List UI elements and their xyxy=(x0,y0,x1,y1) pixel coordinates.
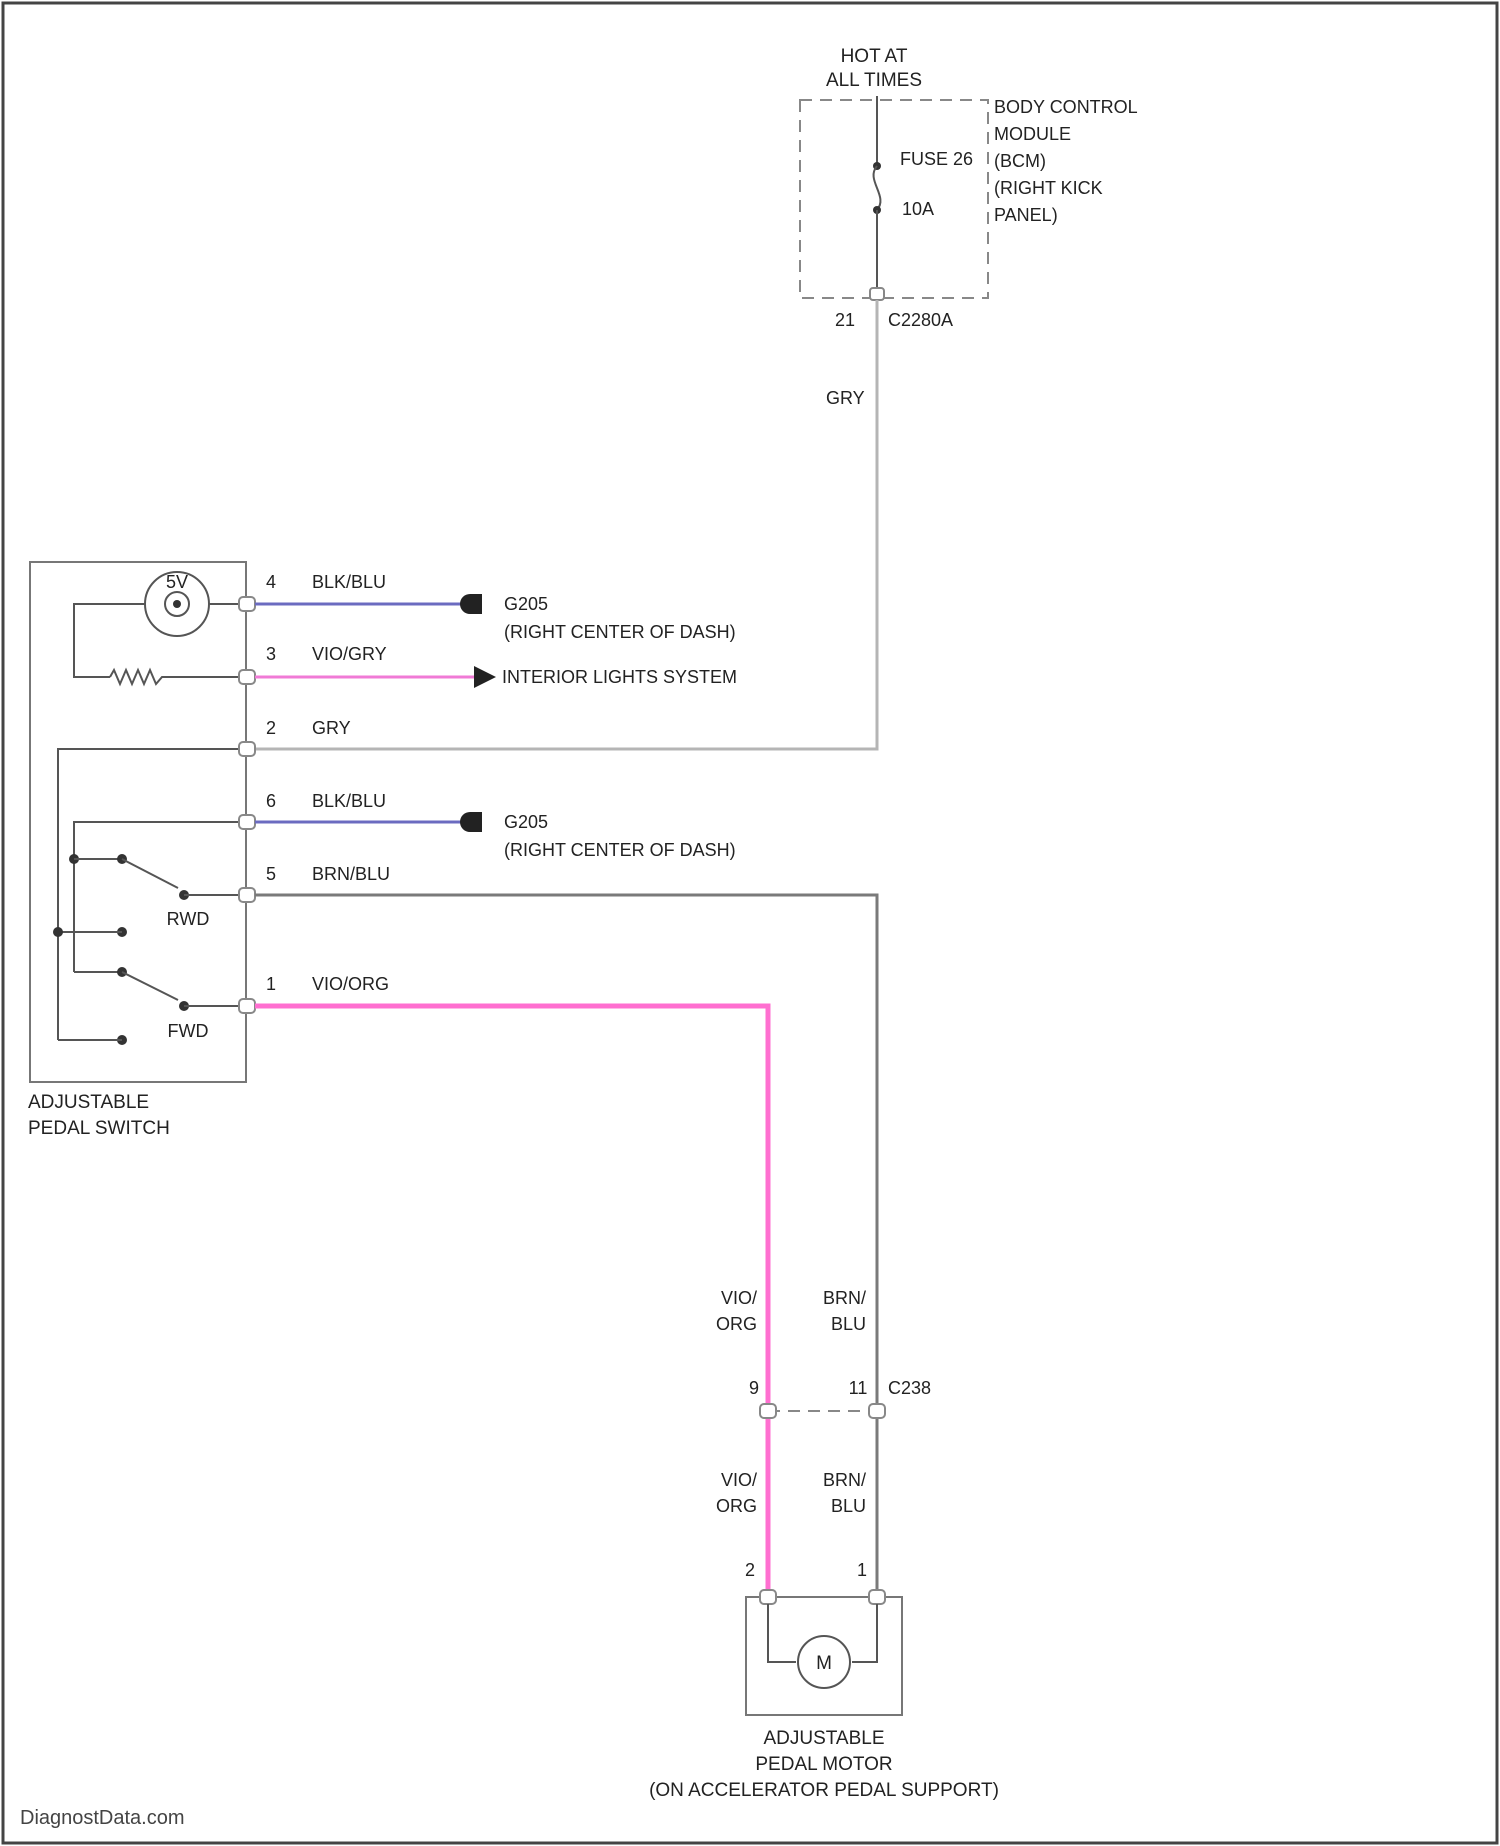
hot-at-all-times-line1: HOT AT xyxy=(841,46,908,67)
switch-name-line2: PEDAL SWITCH xyxy=(28,1118,170,1139)
interior-lights-arrow-icon xyxy=(474,666,496,688)
wire-brn-blu xyxy=(255,895,877,1597)
switch-pin-1-number: 1 xyxy=(266,974,276,994)
upper-left-wire-line1: VIO/ xyxy=(721,1288,757,1308)
switch-pin-3-number: 3 xyxy=(266,644,276,664)
fwd-label: FWD xyxy=(168,1021,209,1041)
resistor-icon xyxy=(110,670,175,684)
rwd-label: RWD xyxy=(167,909,210,929)
switch-pin-1-terminal xyxy=(239,999,255,1013)
motor-symbol: M xyxy=(816,1653,832,1674)
motor-pin-1-terminal xyxy=(869,1590,885,1604)
motor-name-line3: (ON ACCELERATOR PEDAL SUPPORT) xyxy=(649,1780,999,1801)
motor-pin-2-number: 2 xyxy=(745,1560,755,1580)
upper-right-wire-line2: BLU xyxy=(831,1314,866,1334)
lamp-voltage-label: 5V xyxy=(166,572,188,592)
bcm-label-line1: BODY CONTROL xyxy=(994,97,1138,117)
lower-right-wire-line2: BLU xyxy=(831,1496,866,1516)
upper-left-wire-line2: ORG xyxy=(716,1314,757,1334)
motor-name-line1: ADJUSTABLE xyxy=(763,1728,884,1749)
bcm-label-line2: MODULE xyxy=(994,124,1071,144)
ground-top-name: G205 xyxy=(504,594,548,614)
lower-right-wire-line1: BRN/ xyxy=(823,1470,866,1490)
wire-gry-label-vertical: GRY xyxy=(826,388,865,408)
switch-pin-5-wire: BRN/BLU xyxy=(312,864,390,884)
lamp-center-dot xyxy=(173,600,181,608)
lower-left-wire-line1: VIO/ xyxy=(721,1470,757,1490)
ground-bottom-location: (RIGHT CENTER OF DASH) xyxy=(504,840,736,860)
c238-connector-id: C238 xyxy=(888,1378,931,1398)
switch-pin-6-terminal xyxy=(239,815,255,829)
ground-icon-bottom xyxy=(460,812,482,832)
switch-name-line1: ADJUSTABLE xyxy=(28,1092,149,1113)
bcm-pin-number: 21 xyxy=(835,310,855,330)
switch-pin-1-wire: VIO/ORG xyxy=(312,974,389,994)
watermark: DiagnostData.com xyxy=(20,1807,185,1829)
ground-bottom-name: G205 xyxy=(504,812,548,832)
switch-pin-3-wire: VIO/GRY xyxy=(312,644,387,664)
ground-icon-top xyxy=(460,594,482,614)
fwd-switch-blade xyxy=(122,972,178,1000)
bcm-connector-id: C2280A xyxy=(888,310,953,330)
lamp-internal-wire xyxy=(74,604,145,677)
switch-pin-4-wire: BLK/BLU xyxy=(312,572,386,592)
bcm-label-line3: (BCM) xyxy=(994,151,1046,171)
bcm-connector-terminal xyxy=(870,288,884,300)
motor-name-line2: PEDAL MOTOR xyxy=(755,1754,892,1775)
interior-lights-label: INTERIOR LIGHTS SYSTEM xyxy=(502,667,737,687)
switch-pin-6-number: 6 xyxy=(266,791,276,811)
lower-left-wire-line2: ORG xyxy=(716,1496,757,1516)
c238-pin-11: 11 xyxy=(849,1378,868,1398)
switch-pin-2-wire: GRY xyxy=(312,718,351,738)
c238-pin-9-terminal xyxy=(760,1404,776,1418)
fuse-name: FUSE 26 xyxy=(900,149,973,169)
ground-top-location: (RIGHT CENTER OF DASH) xyxy=(504,622,736,642)
motor-pin-2-terminal xyxy=(760,1590,776,1604)
c238-pin-11-terminal xyxy=(869,1404,885,1418)
fuse-icon xyxy=(874,166,881,210)
c238-pin-9: 9 xyxy=(749,1378,759,1398)
switch-pin-2-number: 2 xyxy=(266,718,276,738)
bcm-dashed-box xyxy=(800,100,988,298)
switch-pin-6-wire: BLK/BLU xyxy=(312,791,386,811)
rwd-switch-blade xyxy=(122,859,178,888)
switch-pin-5-number: 5 xyxy=(266,864,276,884)
wire-vio-org xyxy=(255,1006,768,1597)
motor-pin-1-number: 1 xyxy=(857,1560,867,1580)
bcm-label-line4: (RIGHT KICK xyxy=(994,178,1103,198)
fuse-rating: 10A xyxy=(902,199,934,219)
hot-at-all-times-line2: ALL TIMES xyxy=(826,70,922,91)
switch-pin-4-terminal xyxy=(239,597,255,611)
upper-right-wire-line1: BRN/ xyxy=(823,1288,866,1308)
switch-pin-3-terminal xyxy=(239,670,255,684)
bcm-label-line5: PANEL) xyxy=(994,205,1058,225)
switch-pin-5-terminal xyxy=(239,888,255,902)
pin6-internal-wire xyxy=(74,822,246,972)
rwd-junction-dot xyxy=(53,927,63,937)
switch-pin-4-number: 4 xyxy=(266,572,276,592)
switch-pin-2-terminal xyxy=(239,742,255,756)
